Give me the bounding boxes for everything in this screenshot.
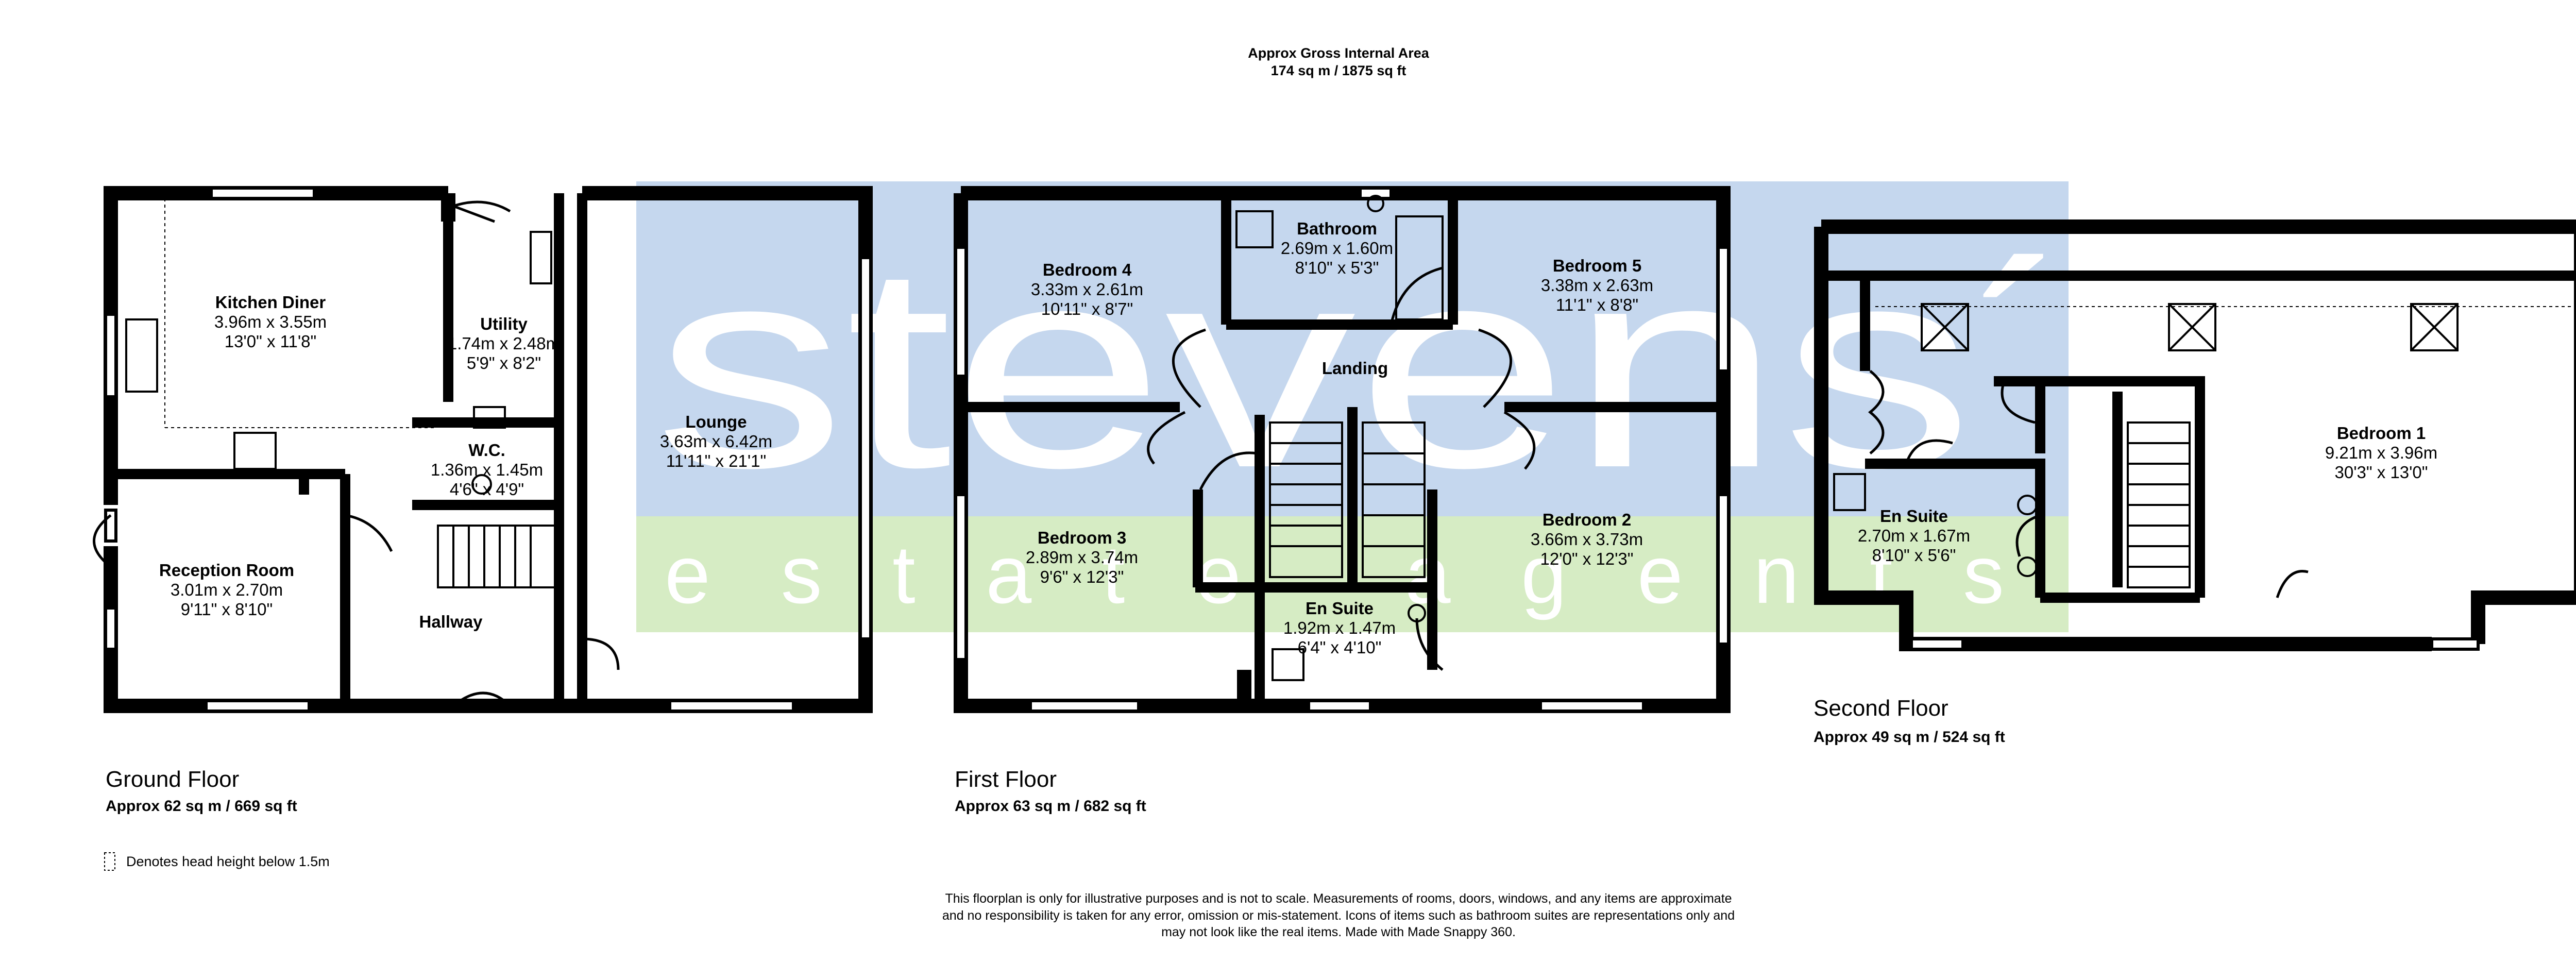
head-height-legend-swatch <box>104 852 115 871</box>
ground-floor-windows <box>104 187 872 713</box>
room-label-bedroom-5: Bedroom 5 3.38m x 2.63m 11'1" x 8'8" <box>1541 256 1653 315</box>
second-floor-stairs <box>2127 421 2191 588</box>
watermark-accent: ´ <box>1973 205 2069 528</box>
room-metric: 2.70m x 1.67m <box>1857 526 1971 545</box>
first-floor-fixtures <box>1235 195 1444 681</box>
room-imperial: 5'9" x 8'2" <box>466 353 541 373</box>
room-label-bedroom-3: Bedroom 3 2.89m x 3.74m 9'6" x 12'3" <box>1026 528 1138 587</box>
floor-area: Approx 62 sq m / 669 sq ft <box>106 798 297 815</box>
room-metric: 1.36m x 1.45m <box>430 460 544 479</box>
room-name: Lounge <box>685 412 747 431</box>
ground-floor-plan <box>93 186 873 713</box>
ground-floor-low-height-zone <box>164 198 435 428</box>
room-label-bedroom-1: Bedroom 1 9.21m x 3.96m 30'3" x 13'0" <box>2325 424 2437 482</box>
floor-label: Ground Floor <box>106 767 240 792</box>
room-imperial: 9'11" x 8'10" <box>180 599 273 619</box>
room-name: En Suite <box>1305 599 1374 618</box>
floor-label: Second Floor <box>1814 696 1948 721</box>
room-imperial: 13'0" x 11'8" <box>224 331 317 351</box>
watermark: stevens ´ estate agents <box>636 181 2069 632</box>
room-label-hallway: Hallway <box>419 612 483 632</box>
gross-area-title: Approx Gross Internal Area <box>1248 45 1429 61</box>
ground-floor-stairs <box>437 525 557 588</box>
room-metric: 2.69m x 1.60m <box>1280 238 1394 258</box>
room-metric: 1.92m x 1.47m <box>1283 618 1396 637</box>
room-metric: 3.96m x 3.55m <box>214 312 327 331</box>
floor-area: Approx 49 sq m / 524 sq ft <box>1814 729 2005 746</box>
room-label-kitchen-diner: Kitchen Diner 3.96m x 3.55m 13'0" x 11'8… <box>214 293 327 351</box>
disclaimer-line: This floorplan is only for illustrative … <box>945 891 1732 906</box>
room-label-lounge: Lounge 3.63m x 6.42m 11'11" x 21'1" <box>660 412 772 471</box>
second-floor-fixtures <box>1833 473 2038 577</box>
room-imperial: 12'0" x 12'3" <box>1540 549 1634 568</box>
room-imperial: 30'3" x 13'0" <box>2334 462 2428 482</box>
room-name: En Suite <box>1879 506 1948 526</box>
room-metric: 1.74m x 2.48m <box>447 333 561 353</box>
head-height-legend-text: Denotes head height below 1.5m <box>126 854 330 869</box>
ground-floor-doors <box>93 200 620 707</box>
room-name: Bedroom 1 <box>2336 424 2426 443</box>
first-floor-internal-walls <box>961 193 1723 706</box>
gross-area-value: 174 sq m / 1875 sq ft <box>1270 63 1406 78</box>
room-imperial: 6'4" x 4'10" <box>1297 637 1382 657</box>
floor-label: First Floor <box>955 767 1057 792</box>
room-name: Bedroom 3 <box>1037 528 1127 547</box>
first-floor-windows <box>954 187 1730 713</box>
room-name: Reception Room <box>159 561 295 580</box>
room-label-utility: Utility 1.74m x 2.48m 5'9" x 8'2" <box>448 314 560 373</box>
room-label-bedroom-2: Bedroom 2 3.66m x 3.73m 12'0" x 12'3" <box>1531 510 1643 569</box>
room-label-reception-room: Reception Room 3.01m x 2.70m 9'11" x 8'1… <box>159 561 294 619</box>
room-name: Bedroom 2 <box>1542 510 1632 529</box>
room-name: Hallway <box>419 612 483 631</box>
room-name: W.C. <box>468 441 505 460</box>
second-floor-skylights <box>1921 303 2459 351</box>
room-label-wc: W.C. 1.36m x 1.45m 4'6" x 4'9" <box>431 441 543 499</box>
room-imperial: 10'11" x 8'7" <box>1041 299 1133 318</box>
room-label-bathroom: Bathroom 2.69m x 1.60m 8'10" x 5'3" <box>1281 219 1393 278</box>
room-label-second-floor-en-suite: En Suite 2.70m x 1.67m 8'10" x 5'6" <box>1858 506 1970 565</box>
floor-area: Approx 63 sq m / 682 sq ft <box>955 798 1146 815</box>
room-name: Landing <box>1321 359 1388 378</box>
room-imperial: 9'6" x 12'3" <box>1040 567 1124 586</box>
room-name: Bedroom 4 <box>1042 260 1132 279</box>
room-label-first-floor-en-suite: En Suite 1.92m x 1.47m 6'4" x 4'10" <box>1283 599 1396 657</box>
room-metric: 3.38m x 2.63m <box>1540 275 1654 295</box>
room-metric: 3.63m x 6.42m <box>659 431 773 451</box>
room-metric: 9.21m x 3.96m <box>2325 443 2438 462</box>
disclaimer: This floorplan is only for illustrative … <box>942 890 1735 941</box>
room-name: Kitchen Diner <box>215 293 326 312</box>
room-name: Utility <box>480 314 528 333</box>
disclaimer-line: and no responsibility is taken for any e… <box>942 908 1735 923</box>
room-metric: 3.66m x 3.73m <box>1530 529 1643 549</box>
room-imperial: 8'10" x 5'3" <box>1295 258 1379 277</box>
watermark-brand: stevens <box>654 205 1973 528</box>
room-label-landing: Landing <box>1322 359 1388 378</box>
room-imperial: 11'1" x 8'8" <box>1555 295 1639 314</box>
ground-floor-fixtures <box>125 231 552 495</box>
second-floor-doors <box>1868 370 2309 598</box>
room-imperial: 11'11" x 21'1" <box>666 451 767 470</box>
room-name: Bedroom 5 <box>1552 256 1642 275</box>
second-floor-internal-walls <box>1826 271 2576 603</box>
room-label-bedroom-4: Bedroom 4 3.33m x 2.61m 10'11" x 8'7" <box>1031 260 1143 319</box>
room-imperial: 8'10" x 5'6" <box>1872 545 1956 565</box>
room-imperial: 4'6" x 4'9" <box>449 479 524 499</box>
first-floor-stairs <box>1269 421 1426 578</box>
ground-floor-internal-walls <box>111 193 587 706</box>
room-metric: 3.33m x 2.61m <box>1030 279 1144 299</box>
room-metric: 3.01m x 2.70m <box>170 580 283 599</box>
room-metric: 2.89m x 3.74m <box>1025 547 1139 567</box>
first-floor-plan <box>954 186 1731 713</box>
second-floor-windows <box>1910 637 2480 651</box>
second-floor-plan <box>1814 219 2576 651</box>
room-name: Bathroom <box>1297 219 1377 238</box>
disclaimer-line: may not look like the real items. Made w… <box>1161 925 1516 939</box>
second-floor-outer-walls <box>1814 219 2576 651</box>
first-floor-doors <box>1147 266 1536 671</box>
